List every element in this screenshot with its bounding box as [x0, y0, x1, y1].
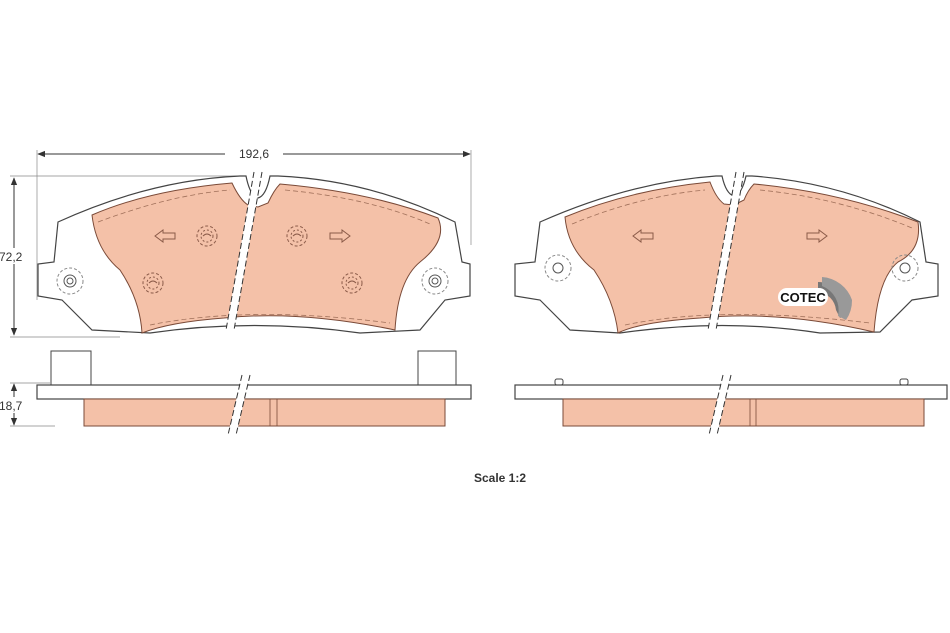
width-dimension: 192,6: [36, 147, 472, 300]
left-pad-side-view: [36, 350, 472, 436]
right-pad-side-view: [514, 374, 948, 436]
thickness-dimension: 18,7: [0, 382, 55, 427]
left-pad-front-view: [37, 171, 471, 334]
direction-arrow-right-icon: [806, 229, 828, 243]
right-pad-front-view: COTEC: [514, 171, 939, 334]
direction-arrow-left-icon: [154, 229, 176, 243]
direction-arrow-left-icon: [632, 229, 654, 243]
cotec-logo: COTEC: [778, 277, 853, 320]
thickness-value: 18,7: [0, 399, 23, 413]
width-value: 192,6: [239, 147, 269, 161]
height-value: 72,2: [0, 250, 23, 264]
direction-arrow-right-icon: [329, 229, 351, 243]
scale-label: Scale 1:2: [474, 471, 526, 485]
svg-text:COTEC: COTEC: [780, 290, 826, 305]
height-dimension: 72,2: [0, 175, 240, 338]
